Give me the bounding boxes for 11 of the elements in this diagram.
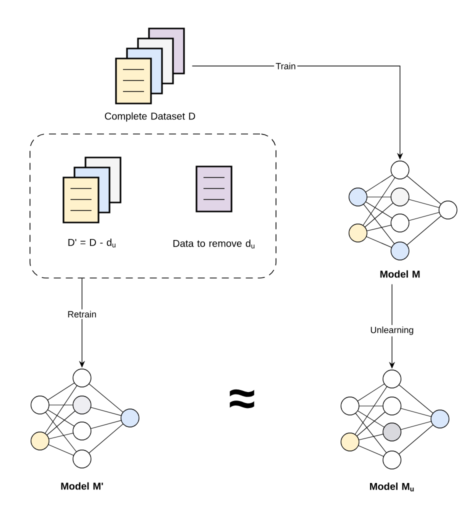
edge-label: Retrain xyxy=(68,310,96,318)
caption: Data to remove d$_{u}$ xyxy=(173,240,254,248)
caption: Model M xyxy=(380,270,420,278)
caption: Complete Dataset D xyxy=(104,112,196,122)
approx-sign: ≈ xyxy=(230,389,254,408)
caption: Model M' xyxy=(61,482,103,490)
edge-label: Train xyxy=(276,62,296,70)
caption: D' = D - d$_{u}$ xyxy=(68,238,116,248)
edge-label: Unlearning xyxy=(370,326,414,335)
caption: Model M$_{u}$ xyxy=(370,482,414,492)
dashed-group-box xyxy=(30,134,276,278)
